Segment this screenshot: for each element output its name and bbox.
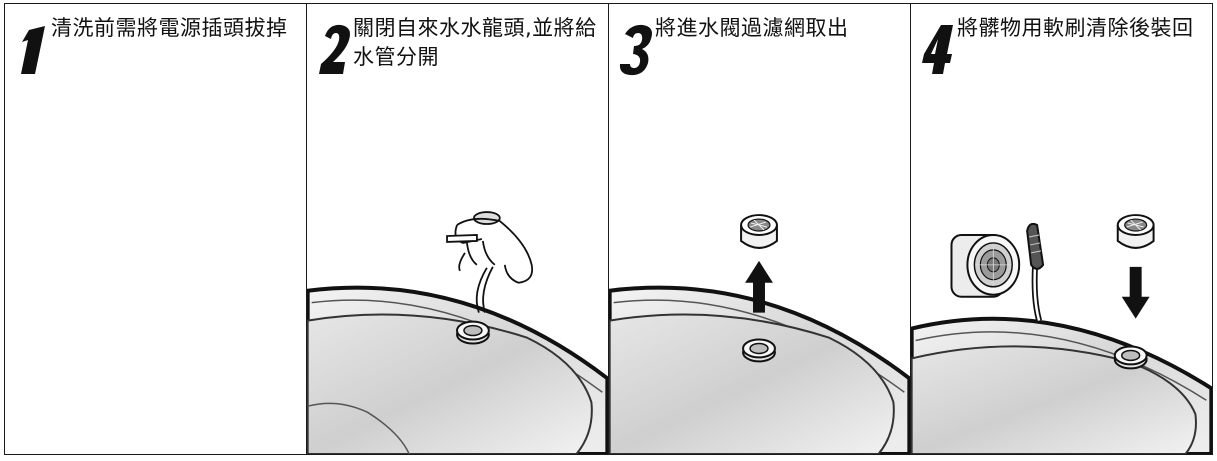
- step-number-1: [15, 22, 51, 78]
- soft-brush-icon: [1026, 222, 1045, 322]
- step-number-2: [317, 22, 353, 78]
- step-text-4: 將髒物用軟刷清除後裝回: [957, 16, 1194, 40]
- water-inlet-fitting: [742, 338, 776, 363]
- step-panel-1: 清洗前需將電源插頭拔掉: [5, 4, 307, 454]
- step-text-3: 將進水閥過濾網取出: [655, 16, 849, 40]
- water-inlet-fitting: [1113, 345, 1148, 370]
- filter-screen-icon: [740, 214, 778, 249]
- step-text-2: 關閉自來水水龍頭,並將給水管分開: [353, 16, 597, 69]
- inlet-valve-housing-icon: [950, 233, 1021, 298]
- step-text-1: 清洗前需將電源插頭拔掉: [51, 16, 288, 40]
- step-panel-2: 關閉自來水水龍頭,並將給水管分開: [307, 4, 609, 454]
- step-number-3: [619, 22, 655, 78]
- water-inlet-fitting: [456, 320, 490, 345]
- step-panel-3: 將進水閥過濾網取出: [609, 4, 911, 454]
- up-arrow-icon: [745, 260, 773, 313]
- down-arrow-icon: [1121, 266, 1150, 319]
- hand-closing-faucet-icon: [446, 211, 534, 313]
- filter-screen-icon: [1116, 214, 1155, 249]
- washer-lid-scene-4: [911, 214, 1212, 454]
- washer-lid-scene-2: [307, 211, 608, 454]
- step-number-4: [921, 22, 957, 78]
- step-panel-4: 將髒物用軟刷清除後裝回: [911, 4, 1212, 454]
- washer-lid-scene-3: [609, 214, 910, 454]
- instruction-strip: 清洗前需將電源插頭拔掉 關閉自來水水龍頭,並將給水管分開: [4, 3, 1213, 455]
